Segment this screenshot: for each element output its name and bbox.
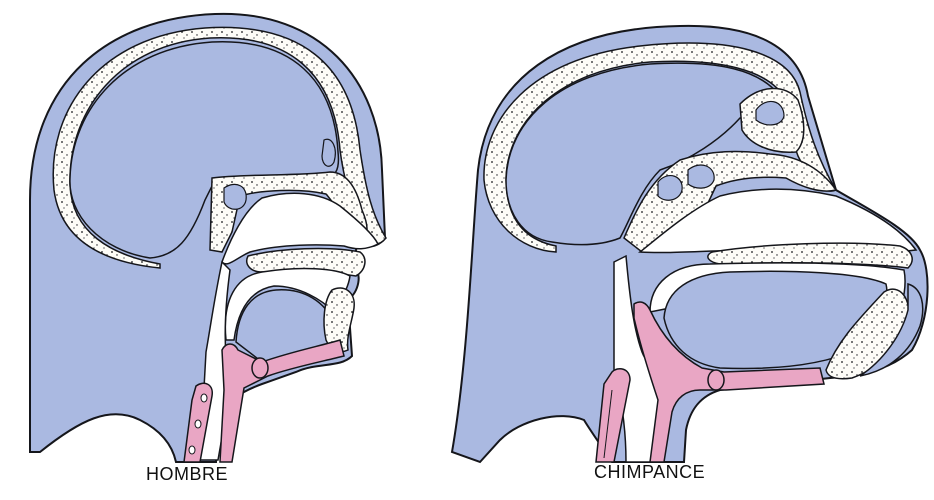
chimp-hyoid-bone [708,370,724,390]
human-head-section [30,14,386,462]
chimp-sinus-1 [658,176,682,201]
human-vertebra-dot-3 [189,446,195,454]
chimp-head-section [452,26,928,462]
human-hyoid-bone [252,358,268,378]
label-chimpance: CHIMPANCE [594,462,705,483]
label-hombre: HOMBRE [146,464,228,485]
human-sinus-cavity [224,184,246,209]
human-vertebra-dot-1 [201,394,207,402]
chimp-brow-sinus [756,101,784,124]
chimp-sinus-2 [688,165,714,188]
human-vertebra-dot-2 [195,420,201,428]
human-hyoid-muscle [220,340,344,462]
human-frontal-sinus [322,139,335,166]
